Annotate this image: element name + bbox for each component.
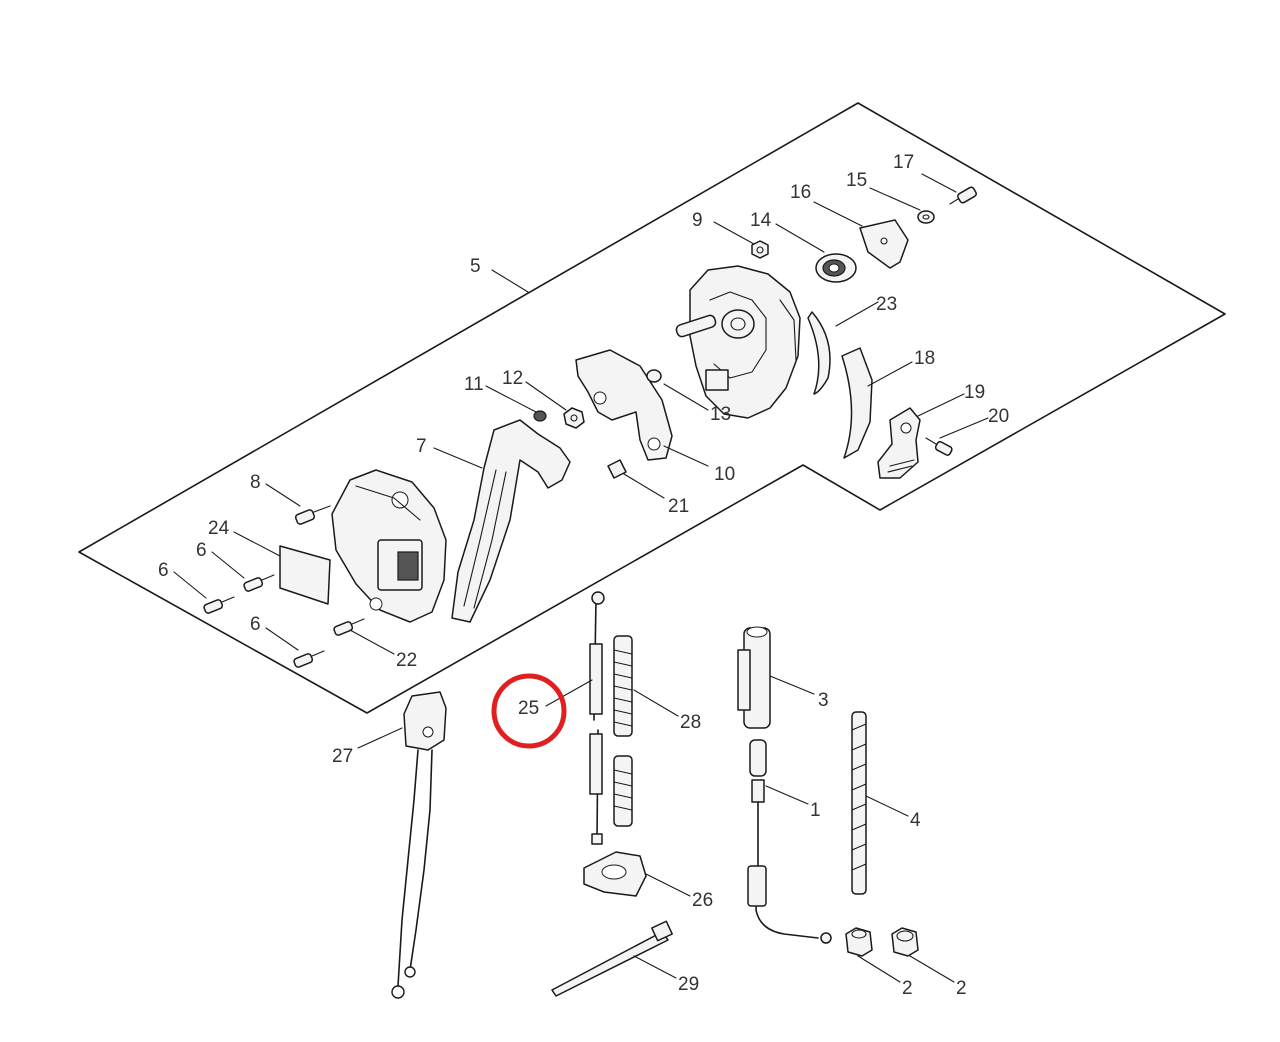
label-1: 1 bbox=[810, 800, 821, 821]
nut-12 bbox=[563, 407, 585, 429]
spring-23 bbox=[807, 311, 831, 395]
quadrant-18 bbox=[841, 347, 873, 459]
washer-15 bbox=[917, 210, 935, 224]
label-16: 16 bbox=[790, 182, 811, 203]
label-3: 3 bbox=[818, 690, 829, 711]
label-6c: 6 bbox=[250, 614, 261, 635]
label-18: 18 bbox=[914, 348, 935, 369]
housing-10 bbox=[675, 265, 801, 419]
label-15: 15 bbox=[846, 170, 867, 191]
label-26: 26 bbox=[692, 890, 713, 911]
cable-25 bbox=[589, 591, 605, 845]
label-5: 5 bbox=[470, 256, 481, 277]
screw-6c bbox=[293, 650, 325, 668]
label-14: 14 bbox=[750, 210, 772, 231]
bearing-14 bbox=[815, 253, 857, 283]
nut-2b bbox=[891, 927, 919, 957]
label-29: 29 bbox=[678, 974, 699, 995]
label-6a: 6 bbox=[196, 540, 207, 561]
label-17: 17 bbox=[893, 152, 914, 173]
rod-4 bbox=[851, 711, 867, 895]
screw-17 bbox=[949, 186, 977, 205]
cable-tie-29 bbox=[551, 920, 673, 997]
screw-8 bbox=[294, 505, 331, 525]
label-10: 10 bbox=[714, 464, 735, 485]
nut-2a bbox=[845, 927, 873, 957]
assembly-outline bbox=[78, 102, 1226, 714]
arm-13 bbox=[575, 349, 673, 461]
switch-27 bbox=[391, 691, 447, 999]
block-21 bbox=[607, 459, 627, 479]
label-12: 12 bbox=[502, 368, 523, 389]
screw-6b bbox=[203, 596, 235, 614]
label-23: 23 bbox=[876, 294, 897, 315]
lever-7 bbox=[451, 419, 571, 623]
label-2a: 2 bbox=[902, 978, 913, 999]
screw-6a bbox=[243, 574, 275, 592]
cable-1 bbox=[747, 739, 832, 944]
label-20: 20 bbox=[988, 406, 1009, 427]
sleeve-3 bbox=[737, 626, 771, 729]
label-2b: 2 bbox=[956, 978, 967, 999]
screw-22 bbox=[333, 618, 365, 636]
label-24: 24 bbox=[208, 518, 230, 539]
label-28: 28 bbox=[680, 712, 701, 733]
label-plate-24 bbox=[279, 545, 331, 605]
lever-19 bbox=[877, 407, 921, 479]
plate-16 bbox=[859, 219, 909, 269]
label-4: 4 bbox=[910, 810, 921, 831]
label-19: 19 bbox=[964, 382, 985, 403]
label-6b: 6 bbox=[158, 560, 169, 581]
spring-28 bbox=[613, 635, 633, 827]
label-11: 11 bbox=[464, 374, 484, 395]
label-7: 7 bbox=[416, 436, 427, 457]
label-13: 13 bbox=[710, 404, 731, 425]
part-labels: 5 17 15 16 14 9 23 18 19 20 11 12 13 10 … bbox=[158, 152, 1009, 999]
clip-26 bbox=[583, 851, 647, 897]
cover bbox=[331, 469, 447, 623]
label-21: 21 bbox=[668, 496, 689, 517]
label-27: 27 bbox=[332, 746, 353, 767]
spring-11 bbox=[533, 410, 547, 422]
label-8: 8 bbox=[250, 472, 261, 493]
screw-20 bbox=[925, 437, 953, 456]
nut-9 bbox=[751, 240, 769, 259]
label-9: 9 bbox=[692, 210, 703, 231]
label-22: 22 bbox=[396, 650, 417, 671]
leader-lines bbox=[173, 173, 989, 983]
label-25: 25 bbox=[518, 698, 539, 719]
highlight-circle bbox=[491, 673, 567, 749]
